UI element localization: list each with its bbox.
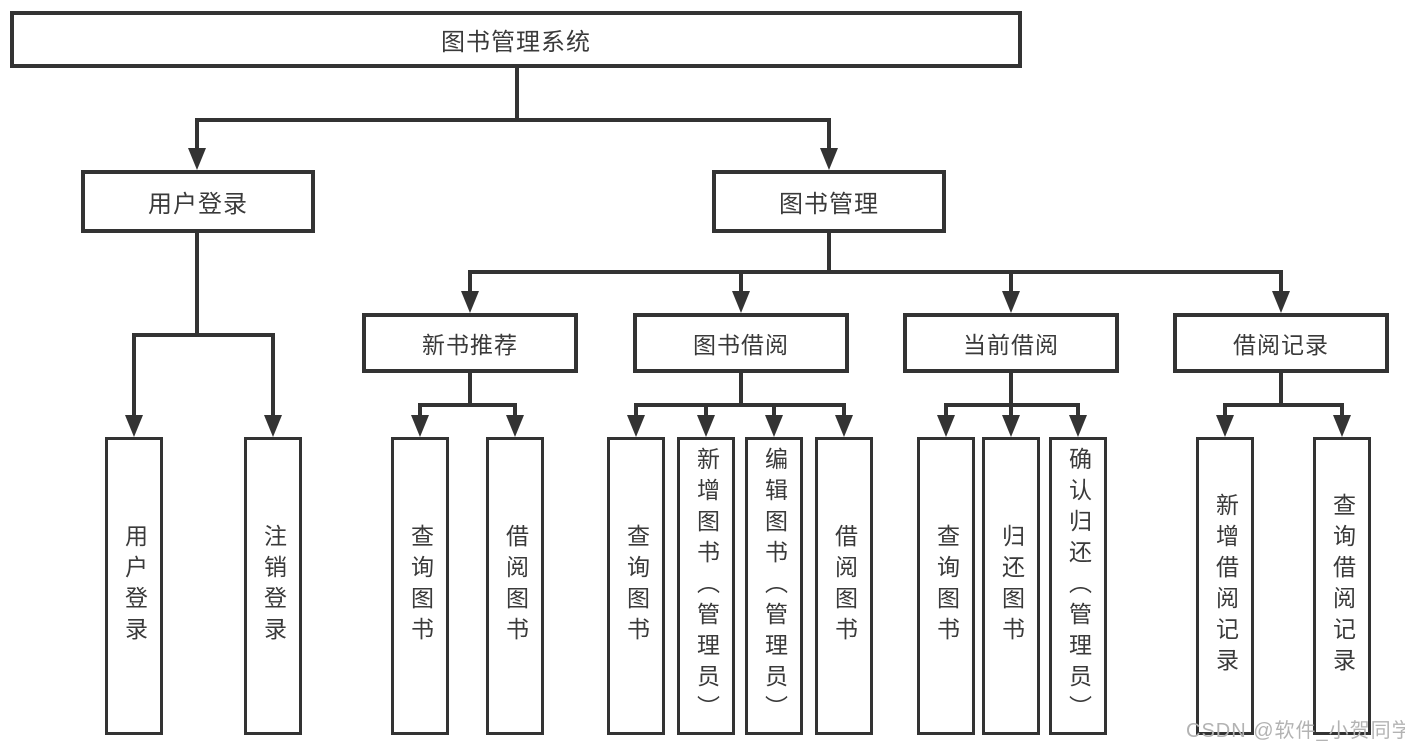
leaf-bb-query-book-label: 查询图书 [623,524,650,648]
connector-bb-borrow-stem [842,403,846,417]
node-root-label: 图书管理系统 [441,29,591,56]
leaf-user-login-label: 用户登录 [121,524,148,648]
leaf-br-add-record: 新增借阅记录 [1196,437,1254,735]
connector-bb-edit-stem [772,403,776,417]
leaf-cb-return-book-label: 归还图书 [998,524,1025,648]
node-borrow-record: 借阅记录 [1173,313,1389,373]
arrowhead-bb-edit-icon [765,415,783,437]
node-new-book-rec-label: 新书推荐 [422,332,518,358]
arrowhead-book-mgmt-icon [820,148,838,170]
watermark: CSDN @软件_小贺同学 [1186,720,1405,742]
arrowhead-borrow-record-icon [1272,291,1290,313]
connector-leaf-logout-stem [271,333,275,417]
leaf-bb-query-book: 查询图书 [607,437,665,735]
connector-br-query-stem [1340,403,1344,417]
arrowhead-new-book-rec-icon [461,291,479,313]
connector-root-stem [515,66,519,120]
connector-borrow-record-down [1279,371,1283,405]
arrowhead-cb-confirm-icon [1069,415,1087,437]
leaf-bb-edit-book-label: 编辑图书（管理员） [761,446,788,726]
node-book-borrow-label: 图书借阅 [693,332,789,358]
connector-rec-borrow-stem [513,403,517,417]
connector-book-borrow-hbar [634,403,846,407]
leaf-cb-confirm-return: 确认归还（管理员） [1049,437,1107,735]
arrowhead-leaf-logout-icon [264,415,282,437]
node-current-borrow: 当前借阅 [903,313,1119,373]
connector-cb-query-stem [944,403,948,417]
leaf-bb-add-book: 新增图书（管理员） [677,437,735,735]
connector-book-borrow-stem [739,270,743,293]
leaf-rec-query-book-label: 查询图书 [407,524,434,648]
arrowhead-current-borrow-icon [1002,291,1020,313]
leaf-bb-edit-book: 编辑图书（管理员） [745,437,803,735]
leaf-br-query-record-label: 查询借阅记录 [1329,493,1356,679]
leaf-rec-borrow-book-label: 借阅图书 [502,524,529,648]
leaf-rec-borrow-book: 借阅图书 [486,437,544,735]
connector-cb-confirm-stem [1076,403,1080,417]
arrowhead-book-borrow-icon [732,291,750,313]
leaf-cb-query-book: 查询图书 [917,437,975,735]
arrowhead-br-add-icon [1216,415,1234,437]
arrowhead-cb-query-icon [937,415,955,437]
node-user-login-label: 用户登录 [148,191,248,218]
arrowhead-leaf-user-login-icon [125,415,143,437]
connector-book-borrow-down [739,371,743,405]
leaf-cb-return-book: 归还图书 [982,437,1040,735]
arrowhead-bb-add-icon [697,415,715,437]
arrowhead-bb-borrow-icon [835,415,853,437]
arrowhead-rec-query-icon [411,415,429,437]
leaf-user-login: 用户登录 [105,437,163,735]
connector-book-mgmt-hbar [468,270,1283,274]
connector-root-hbar [195,118,831,122]
connector-new-book-rec-hbar [418,403,517,407]
connector-root-right-stem [827,118,831,150]
node-user-login: 用户登录 [81,170,315,233]
arrowhead-rec-borrow-icon [506,415,524,437]
connector-root-left-stem [195,118,199,150]
connector-rec-query-stem [418,403,422,417]
connector-user-login-hbar [132,333,275,337]
leaf-logout-label: 注销登录 [260,524,287,648]
connector-br-add-stem [1223,403,1227,417]
node-book-borrow: 图书借阅 [633,313,849,373]
leaf-br-add-record-label: 新增借阅记录 [1212,493,1239,679]
node-root: 图书管理系统 [10,11,1022,68]
leaf-cb-query-book-label: 查询图书 [933,524,960,648]
arrowhead-user-login-icon [188,148,206,170]
leaf-cb-confirm-return-label: 确认归还（管理员） [1065,446,1092,726]
connector-new-book-rec-stem [468,270,472,293]
connector-new-book-rec-down [468,371,472,405]
connector-leaf-user-login-stem [132,333,136,417]
leaf-bb-borrow-book-label: 借阅图书 [831,524,858,648]
connector-bb-add-stem [704,403,708,417]
node-new-book-rec: 新书推荐 [362,313,578,373]
node-book-mgmt-label: 图书管理 [779,191,879,218]
connector-current-borrow-stem [1009,270,1013,293]
node-book-mgmt: 图书管理 [712,170,946,233]
arrowhead-bb-query-icon [627,415,645,437]
leaf-bb-borrow-book: 借阅图书 [815,437,873,735]
leaf-bb-add-book-label: 新增图书（管理员） [693,446,720,726]
leaf-logout: 注销登录 [244,437,302,735]
node-current-borrow-label: 当前借阅 [963,332,1059,358]
leaf-br-query-record: 查询借阅记录 [1313,437,1371,735]
connector-book-mgmt-stem [827,231,831,274]
connector-user-login-stem [195,231,199,337]
arrowhead-br-query-icon [1333,415,1351,437]
connector-borrow-record-hbar [1223,403,1344,407]
connector-current-borrow-down [1009,371,1013,405]
leaf-rec-query-book: 查询图书 [391,437,449,735]
connector-cb-return-stem [1009,403,1013,417]
connector-bb-query-stem [634,403,638,417]
node-borrow-record-label: 借阅记录 [1233,332,1329,358]
connector-borrow-record-stem [1279,270,1283,293]
arrowhead-cb-return-icon [1002,415,1020,437]
